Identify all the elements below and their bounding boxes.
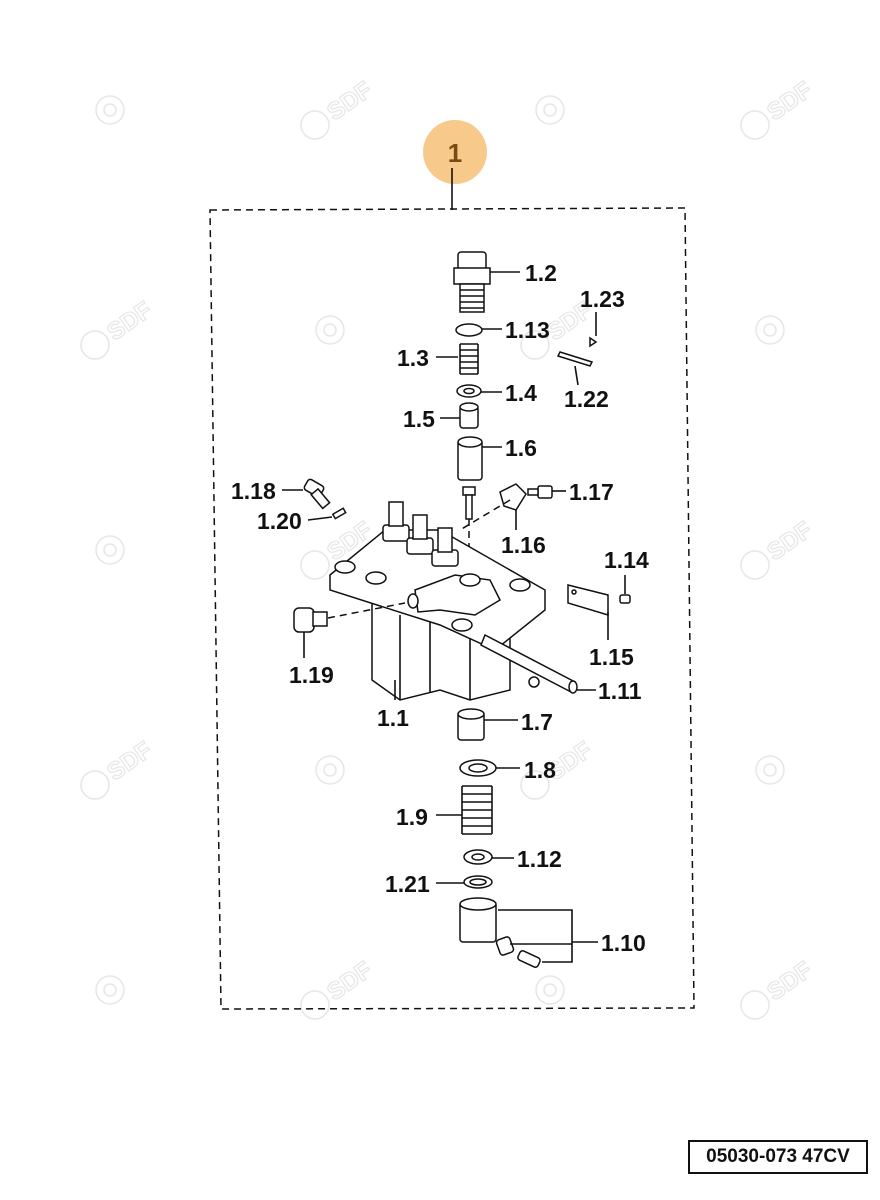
label-1-20[interactable]: 1.20	[257, 508, 302, 534]
part-drawings	[293, 251, 631, 968]
callout-number: 1	[448, 138, 462, 168]
label-1-18[interactable]: 1.18	[231, 478, 276, 504]
label-1-17[interactable]: 1.17	[569, 479, 614, 505]
label-1-3[interactable]: 1.3	[397, 345, 429, 371]
svg-text:SDF: SDF	[762, 956, 817, 1006]
callout-badge	[423, 120, 487, 184]
part-1-2-drawing	[453, 251, 491, 313]
label-1-16[interactable]: 1.16	[501, 532, 546, 558]
label-1-7[interactable]: 1.7	[521, 709, 553, 735]
label-1-14[interactable]: 1.14	[604, 547, 649, 573]
svg-text:SDF: SDF	[102, 736, 157, 786]
label-1-10[interactable]: 1.10	[601, 930, 646, 956]
assembly-boundary	[209, 207, 695, 1010]
label-1-12[interactable]: 1.12	[517, 846, 562, 872]
svg-text:SDF: SDF	[102, 296, 157, 346]
label-1-6[interactable]: 1.6	[505, 435, 537, 461]
label-1-19[interactable]: 1.19	[289, 662, 334, 688]
label-1-22[interactable]: 1.22	[564, 386, 609, 412]
svg-text:SDF: SDF	[322, 76, 377, 126]
label-1-4[interactable]: 1.4	[505, 380, 537, 406]
part-labels: 1.2 1.13 1.3 1.4 1.5 1.6 1.23 1.22 1.18 …	[231, 260, 649, 956]
svg-text:SDF: SDF	[322, 956, 377, 1006]
part-1-1-pump-body	[329, 501, 578, 701]
drawing-code: 05030-073 47CV	[688, 1140, 868, 1174]
label-1-9[interactable]: 1.9	[396, 804, 428, 830]
label-1-15[interactable]: 1.15	[589, 644, 634, 670]
leader-lines	[282, 271, 626, 943]
label-1-8[interactable]: 1.8	[524, 757, 556, 783]
svg-text:SDF: SDF	[762, 76, 817, 126]
label-1-1[interactable]: 1.1	[377, 705, 409, 731]
svg-text:SDF: SDF	[762, 516, 817, 566]
label-1-11[interactable]: 1.11	[598, 678, 642, 704]
label-1-21[interactable]: 1.21	[385, 871, 430, 897]
assembly-callout[interactable]: 1	[423, 120, 487, 210]
label-1-13[interactable]: 1.13	[505, 317, 550, 343]
label-1-23[interactable]: 1.23	[580, 286, 625, 312]
label-1-2[interactable]: 1.2	[525, 260, 557, 286]
label-1-5[interactable]: 1.5	[403, 406, 435, 432]
